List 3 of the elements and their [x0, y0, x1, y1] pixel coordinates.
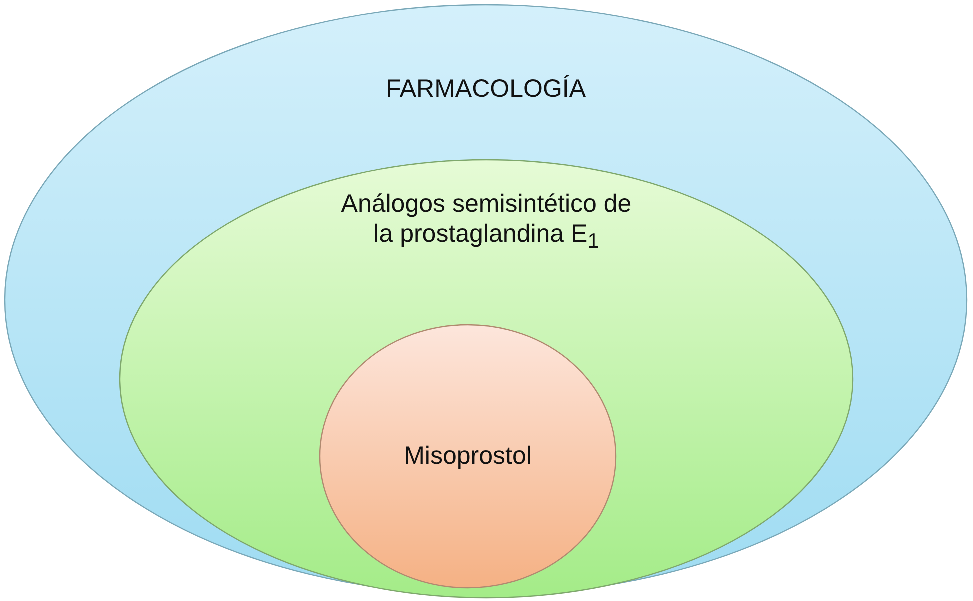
ellipse-label: Análogos semisintético de la prostaglandina E$_{1}$ — [340, 189, 633, 255]
ellipse-label: FARMACOLOGÍA — [386, 74, 586, 104]
ellipse-label: Misoprostol — [404, 441, 532, 471]
